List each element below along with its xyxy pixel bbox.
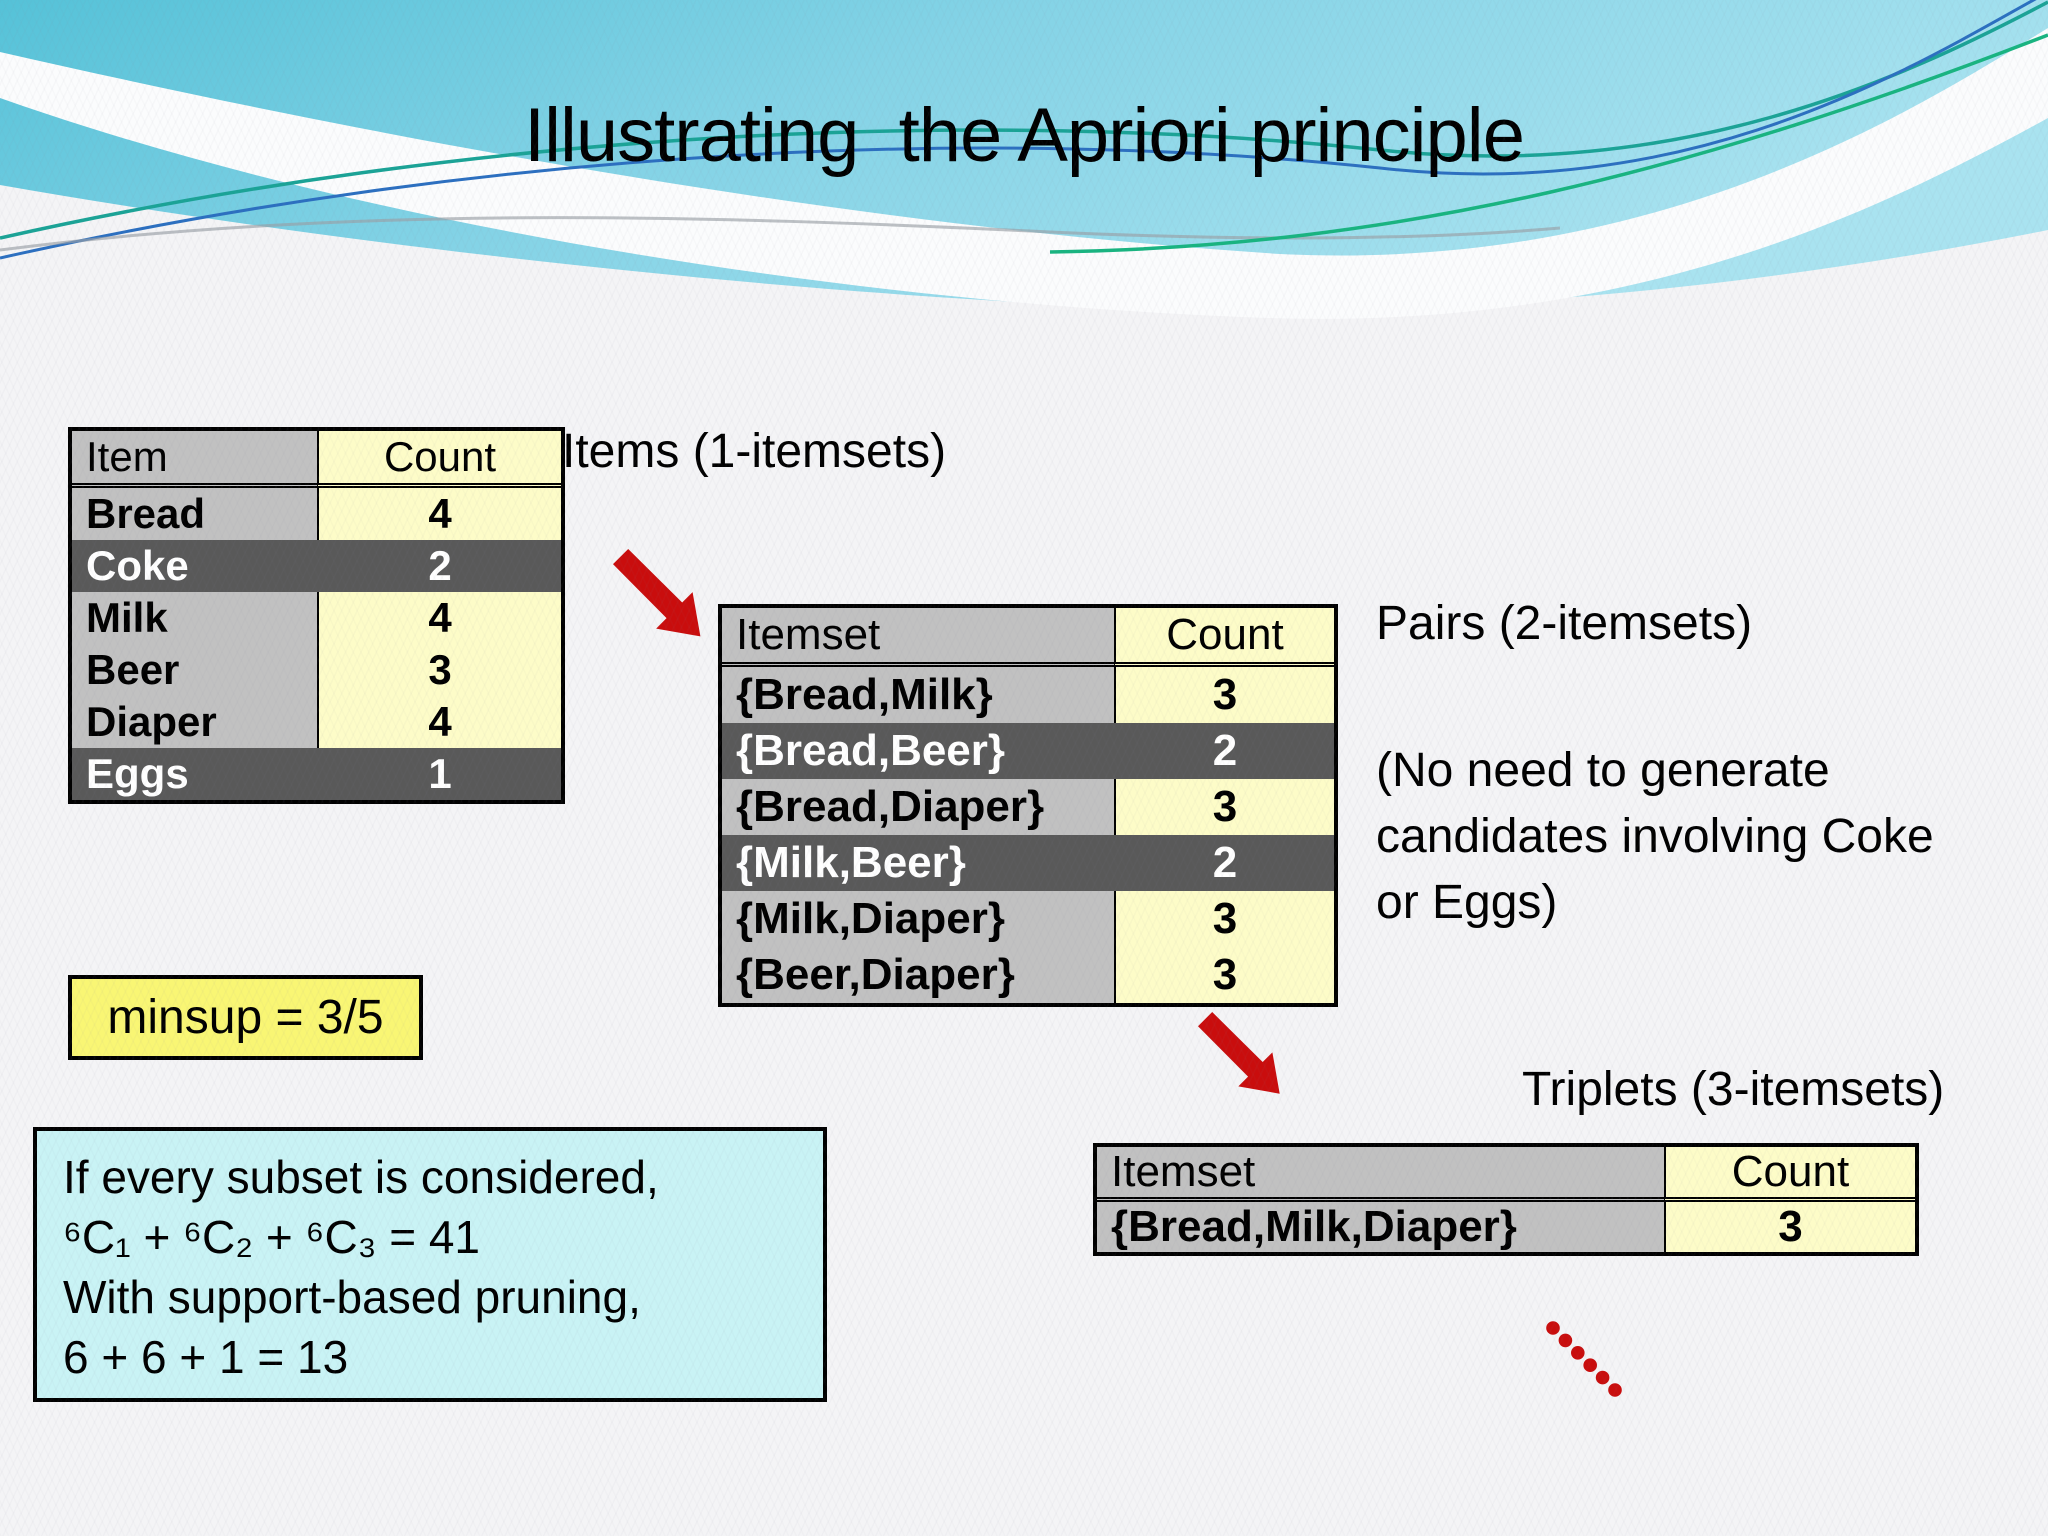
count-cell: 3 (317, 644, 561, 696)
count-cell: 3 (1114, 667, 1334, 723)
items-1-label: Items (1-itemsets) (562, 425, 947, 478)
itemset-cell: Eggs (72, 748, 317, 800)
itemset-cell: Milk (72, 592, 317, 644)
count-column-header: Count (1114, 608, 1334, 667)
triplets-3-label: Triplets (3-itemsets) (1522, 1063, 1945, 1116)
count-cell: 4 (317, 592, 561, 644)
count-column-header: Count (317, 431, 561, 488)
table-row-pruned: {Bread,Beer}2 (722, 723, 1334, 779)
dotted-line-decoration (1546, 1321, 1622, 1397)
text-line: ⁶C₁ + ⁶C₂ + ⁶C₃ = 41 (63, 1211, 481, 1263)
itemset-cell: Bread (72, 488, 317, 540)
count-cell: 2 (1114, 835, 1334, 891)
table-row-pruned: {Milk,Beer}2 (722, 835, 1334, 891)
table-row: {Beer,Diaper}3 (722, 947, 1334, 1003)
count-cell: 1 (317, 748, 561, 800)
itemset-cell: {Beer,Diaper} (722, 947, 1114, 1003)
itemset-column-header: Item (72, 431, 317, 488)
text-line: With support-based pruning, (63, 1271, 641, 1323)
itemset-column-header: Itemset (1097, 1147, 1664, 1202)
arrow-down-right-icon (1198, 1012, 1280, 1094)
itemset-cell: {Milk,Beer} (722, 835, 1114, 891)
text-line: If every subset is considered, (63, 1151, 659, 1203)
text-line: or Eggs) (1376, 876, 1558, 929)
header-wave-decoration (0, 0, 2048, 319)
text-line: (No need to generate (1376, 744, 1830, 797)
table-row: {Bread,Milk,Diaper}3 (1097, 1202, 1915, 1252)
table-row: {Bread,Diaper}3 (722, 779, 1334, 835)
minsup-text: minsup = 3/5 (107, 991, 384, 1044)
text-line: 6 + 6 + 1 = 13 (63, 1331, 349, 1383)
minsup-box: minsup = 3/5 (68, 975, 423, 1060)
count-cell: 3 (1114, 947, 1334, 1003)
itemset-cell: Beer (72, 644, 317, 696)
text-line: candidates involving Coke (1376, 810, 1934, 863)
count-cell: 3 (1114, 891, 1334, 947)
arrow-down-right-icon (613, 549, 701, 637)
count-cell: 3 (1664, 1202, 1915, 1252)
itemset-cell: {Bread,Beer} (722, 723, 1114, 779)
table-row: {Bread,Milk}3 (722, 667, 1334, 723)
page-title: Illustrating the Apriori principle (524, 93, 1525, 178)
note-text: (No need to generate candidates involving… (1376, 738, 1934, 936)
count-cell: 2 (1114, 723, 1334, 779)
count-column-header: Count (1664, 1147, 1915, 1202)
itemset-cell: {Bread,Diaper} (722, 779, 1114, 835)
count-cell: 4 (317, 488, 561, 540)
itemset-cell: {Bread,Milk} (722, 667, 1114, 723)
itemset-column-header: Itemset (722, 608, 1114, 667)
info-box: If every subset is considered, ⁶C₁ + ⁶C₂ … (33, 1127, 827, 1402)
table-row: {Milk,Diaper}3 (722, 891, 1334, 947)
itemset-cell: Diaper (72, 696, 317, 748)
count-cell: 4 (317, 696, 561, 748)
itemset-cell: {Bread,Milk,Diaper} (1097, 1202, 1664, 1252)
itemset-cell: Coke (72, 540, 317, 592)
count-cell: 3 (1114, 779, 1334, 835)
itemset-cell: {Milk,Diaper} (722, 891, 1114, 947)
pairs-2-label: Pairs (2-itemsets) (1376, 597, 1753, 650)
count-cell: 2 (317, 540, 561, 592)
